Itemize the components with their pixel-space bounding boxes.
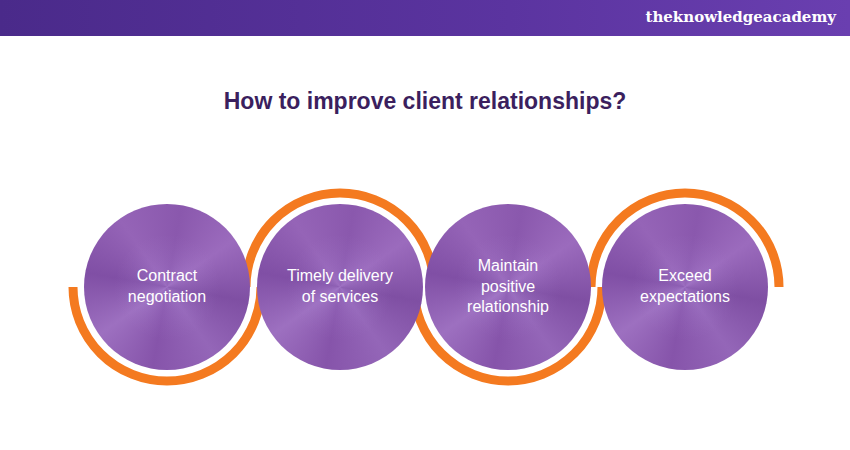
circle-node: Contract negotiation bbox=[84, 204, 250, 370]
node-text: Contract negotiation bbox=[111, 266, 223, 308]
node-text: Timely delivery of services bbox=[284, 266, 396, 308]
diagram-title: How to improve client relationships? bbox=[0, 88, 850, 115]
brand-logo: theknowledgeacademy bbox=[645, 8, 836, 26]
circle-node: Maintain positive relationship bbox=[425, 204, 591, 370]
circle-node: Timely delivery of services bbox=[257, 204, 423, 370]
circle-node: Exceed expectations bbox=[602, 204, 768, 370]
node-text: Maintain positive relationship bbox=[452, 256, 564, 318]
node-text: Exceed expectations bbox=[629, 266, 741, 308]
